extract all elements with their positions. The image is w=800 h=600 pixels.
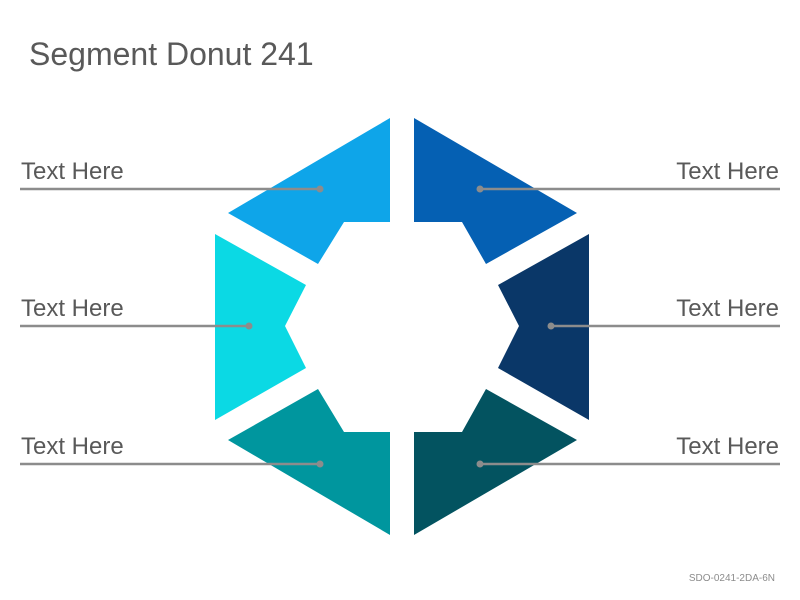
label-bottom-left: Text Here: [21, 433, 124, 460]
slide-title: Segment Donut 241: [29, 36, 314, 72]
leader-dots: [245, 185, 555, 468]
label-top-left: Text Here: [21, 158, 124, 185]
leader-dot-bottom-left: [316, 460, 324, 468]
segment-middle-left[interactable]: [215, 234, 306, 420]
leader-dot-middle-left: [245, 322, 253, 330]
segment-top-right[interactable]: [414, 118, 577, 264]
footer-code: SDO-0241-2DA-6N: [688, 573, 775, 584]
segment-middle-right[interactable]: [498, 234, 589, 420]
label-top-right: Text Here: [676, 158, 779, 185]
segment-top-left[interactable]: [228, 118, 390, 264]
segment-bottom-left[interactable]: [228, 389, 390, 535]
leader-dot-middle-right: [547, 322, 555, 330]
segment-bottom-right[interactable]: [414, 389, 577, 535]
label-bottom-right: Text Here: [676, 433, 779, 460]
leader-dot-top-right: [476, 185, 484, 193]
leader-lines: [20, 187, 780, 466]
leader-dot-top-left: [316, 185, 324, 193]
label-middle-left: Text Here: [21, 295, 124, 322]
label-middle-right: Text Here: [676, 295, 779, 322]
leader-dot-bottom-right: [476, 460, 484, 468]
